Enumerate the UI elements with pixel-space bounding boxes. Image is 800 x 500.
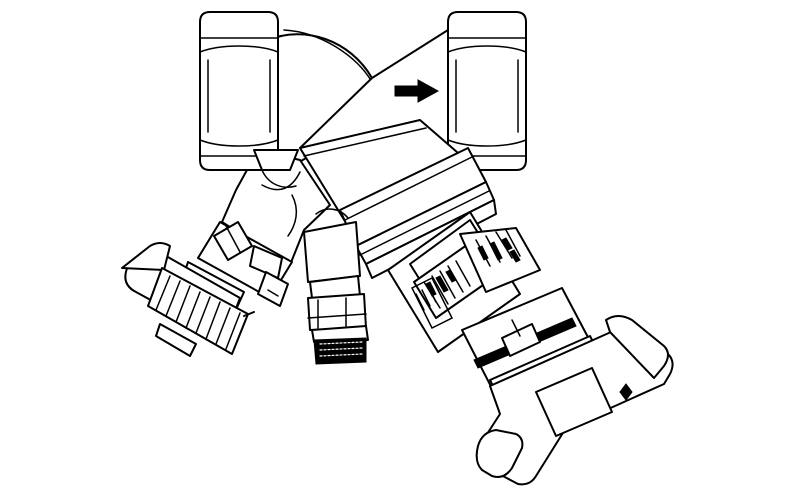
diamond-marker-icon — [619, 383, 633, 401]
valve-body-elbow — [221, 29, 373, 266]
measuring-port — [303, 221, 369, 365]
scale-sleeve-lower — [425, 269, 457, 297]
drain-valve-knob — [147, 267, 249, 355]
scale-sleeve-upper — [477, 237, 521, 263]
handwheel — [461, 287, 674, 486]
adjustment-stem — [387, 211, 541, 353]
inlet-hex-nut — [199, 11, 299, 171]
flow-direction-arrow — [394, 79, 440, 103]
detail-lines — [243, 169, 349, 317]
outlet-hex-nut — [447, 11, 527, 171]
measuring-port-cap — [313, 337, 367, 365]
drain-valve — [121, 221, 293, 357]
